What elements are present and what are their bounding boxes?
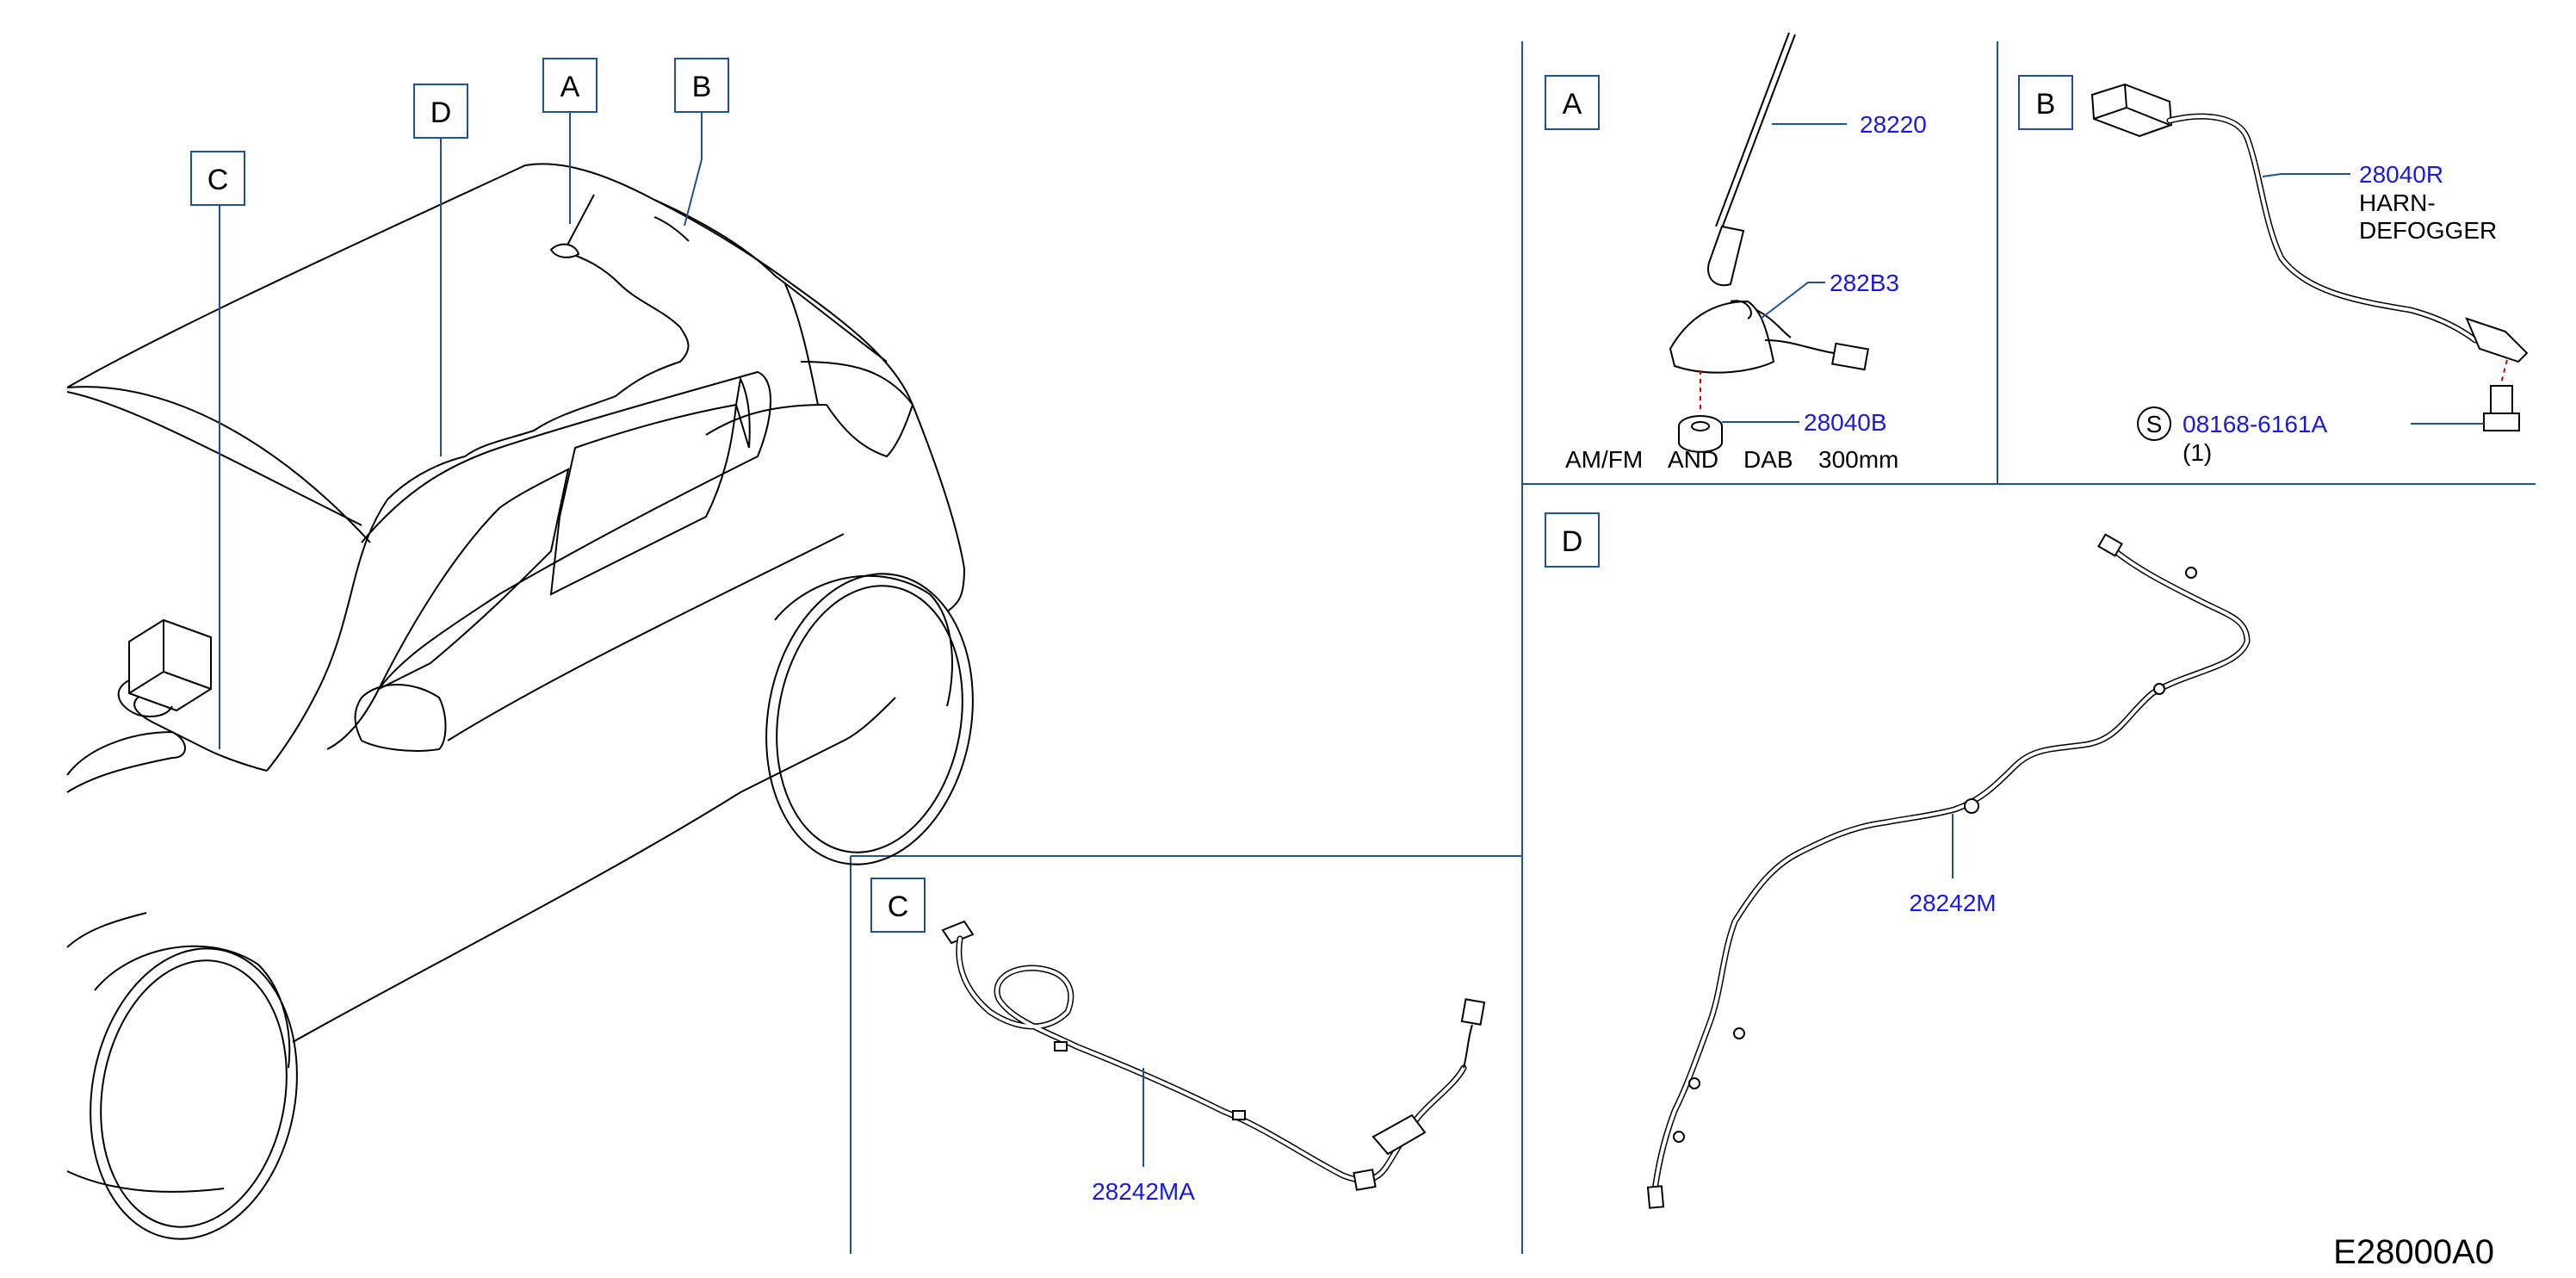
screw-quantity: (1) [2183, 439, 2212, 466]
main-callouts: C D A B [190, 58, 729, 749]
part-number-28242ma: 28242MA [1092, 1178, 1195, 1205]
vehicle-harness-routing [117, 194, 690, 772]
panel-d: D 28242M [1545, 512, 2251, 1209]
main-label-a: A [560, 71, 580, 103]
part-number-28040b: 28040B [1804, 409, 1887, 436]
panel-c: C 28242MA [870, 878, 1486, 1205]
part-number-28220: 28220 [1860, 111, 1927, 138]
antenna-note-word-3: DAB [1743, 446, 1793, 473]
harness-description-line2: DEFOGGER [2359, 217, 2497, 244]
panel-label-b: B [2036, 88, 2056, 121]
antenna-rod-part [1707, 32, 1796, 287]
panel-label-d: D [1562, 525, 1583, 558]
antenna-base-part [1669, 300, 1869, 374]
vehicle-illustration [66, 163, 974, 1240]
antenna-note-word-2: AND [1668, 446, 1718, 473]
standard-part-mark-icon [2137, 406, 2171, 441]
part-number-28040r: 28040R [2359, 161, 2443, 188]
panel-label-a: A [1563, 88, 1582, 121]
antenna-note: AM/FM AND DAB 300mm [1565, 446, 1898, 473]
standard-part-mark: S [2146, 411, 2163, 437]
defogger-harness-part [2090, 83, 2529, 431]
main-label-b: B [692, 71, 712, 103]
antenna-note-word-1: AM/FM [1565, 446, 1643, 473]
main-label-c: C [207, 164, 229, 196]
main-label-d: D [430, 96, 452, 129]
part-number-08168-6161a: 08168-6161A [2183, 411, 2327, 437]
main-feeder-cable-part [1646, 533, 2251, 1209]
panel-b: B 28040R HARN- DEFOGGER S 08168-6161A (1… [2018, 75, 2529, 466]
panel-a: A 28220 282B3 28040B AM/FM [1545, 32, 1927, 473]
harness-description-line1: HARN- [2359, 189, 2436, 216]
panel-dividers [850, 41, 2536, 1254]
grommet-part [1678, 415, 1723, 453]
part-number-28242m: 28242M [1909, 890, 1996, 916]
panel-label-c: C [888, 890, 909, 923]
part-number-282b3: 282B3 [1830, 270, 1899, 296]
antenna-note-word-4: 300mm [1818, 446, 1898, 473]
diagram-reference-number: E28000A0 [2333, 1233, 2494, 1271]
front-feeder-cable-part [941, 920, 1486, 1191]
